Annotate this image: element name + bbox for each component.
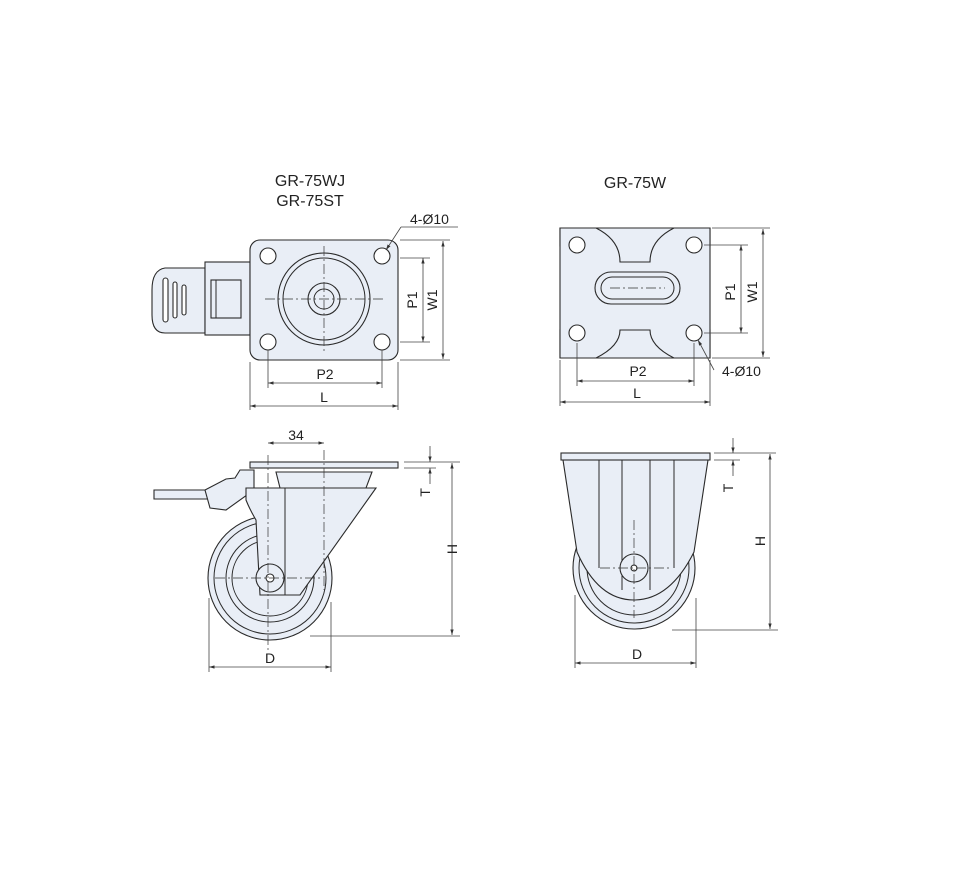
title-gr75st: GR-75ST: [276, 193, 344, 210]
swivel-top-dimensions: P1 W1 P2 L 4-Ø10: [249, 211, 458, 410]
swivel-top-view: [151, 239, 399, 361]
label-p1: P1: [404, 291, 420, 308]
label-l: L: [320, 389, 328, 405]
label-w1-right: W1: [744, 281, 760, 302]
rigid-top-view: [559, 227, 711, 359]
label-d-right: D: [632, 646, 642, 662]
label-p1-right: P1: [722, 283, 738, 300]
rigid-side-dimensions: T H D: [574, 438, 778, 668]
label-p2: P2: [316, 366, 333, 382]
label-holes-right: 4-Ø10: [722, 363, 761, 379]
label-holes: 4-Ø10: [410, 211, 449, 227]
label-t: T: [417, 488, 433, 497]
label-l-right: L: [633, 385, 641, 401]
label-h: H: [444, 544, 460, 554]
label-t-right: T: [720, 483, 736, 492]
title-gr75w: GR-75W: [604, 175, 667, 192]
label-p2-right: P2: [629, 363, 646, 379]
label-d: D: [265, 650, 275, 666]
label-w1: W1: [424, 289, 440, 310]
rigid-top-dimensions: P1 W1 P2 L 4-Ø10: [559, 227, 770, 406]
swivel-side-dimensions: 34 T H D: [208, 427, 460, 672]
label-34: 34: [288, 427, 304, 443]
swivel-side-view: [153, 450, 399, 650]
title-gr75wj: GR-75WJ: [275, 173, 345, 190]
rigid-side-view: [560, 452, 711, 630]
label-h-right: H: [752, 536, 768, 546]
